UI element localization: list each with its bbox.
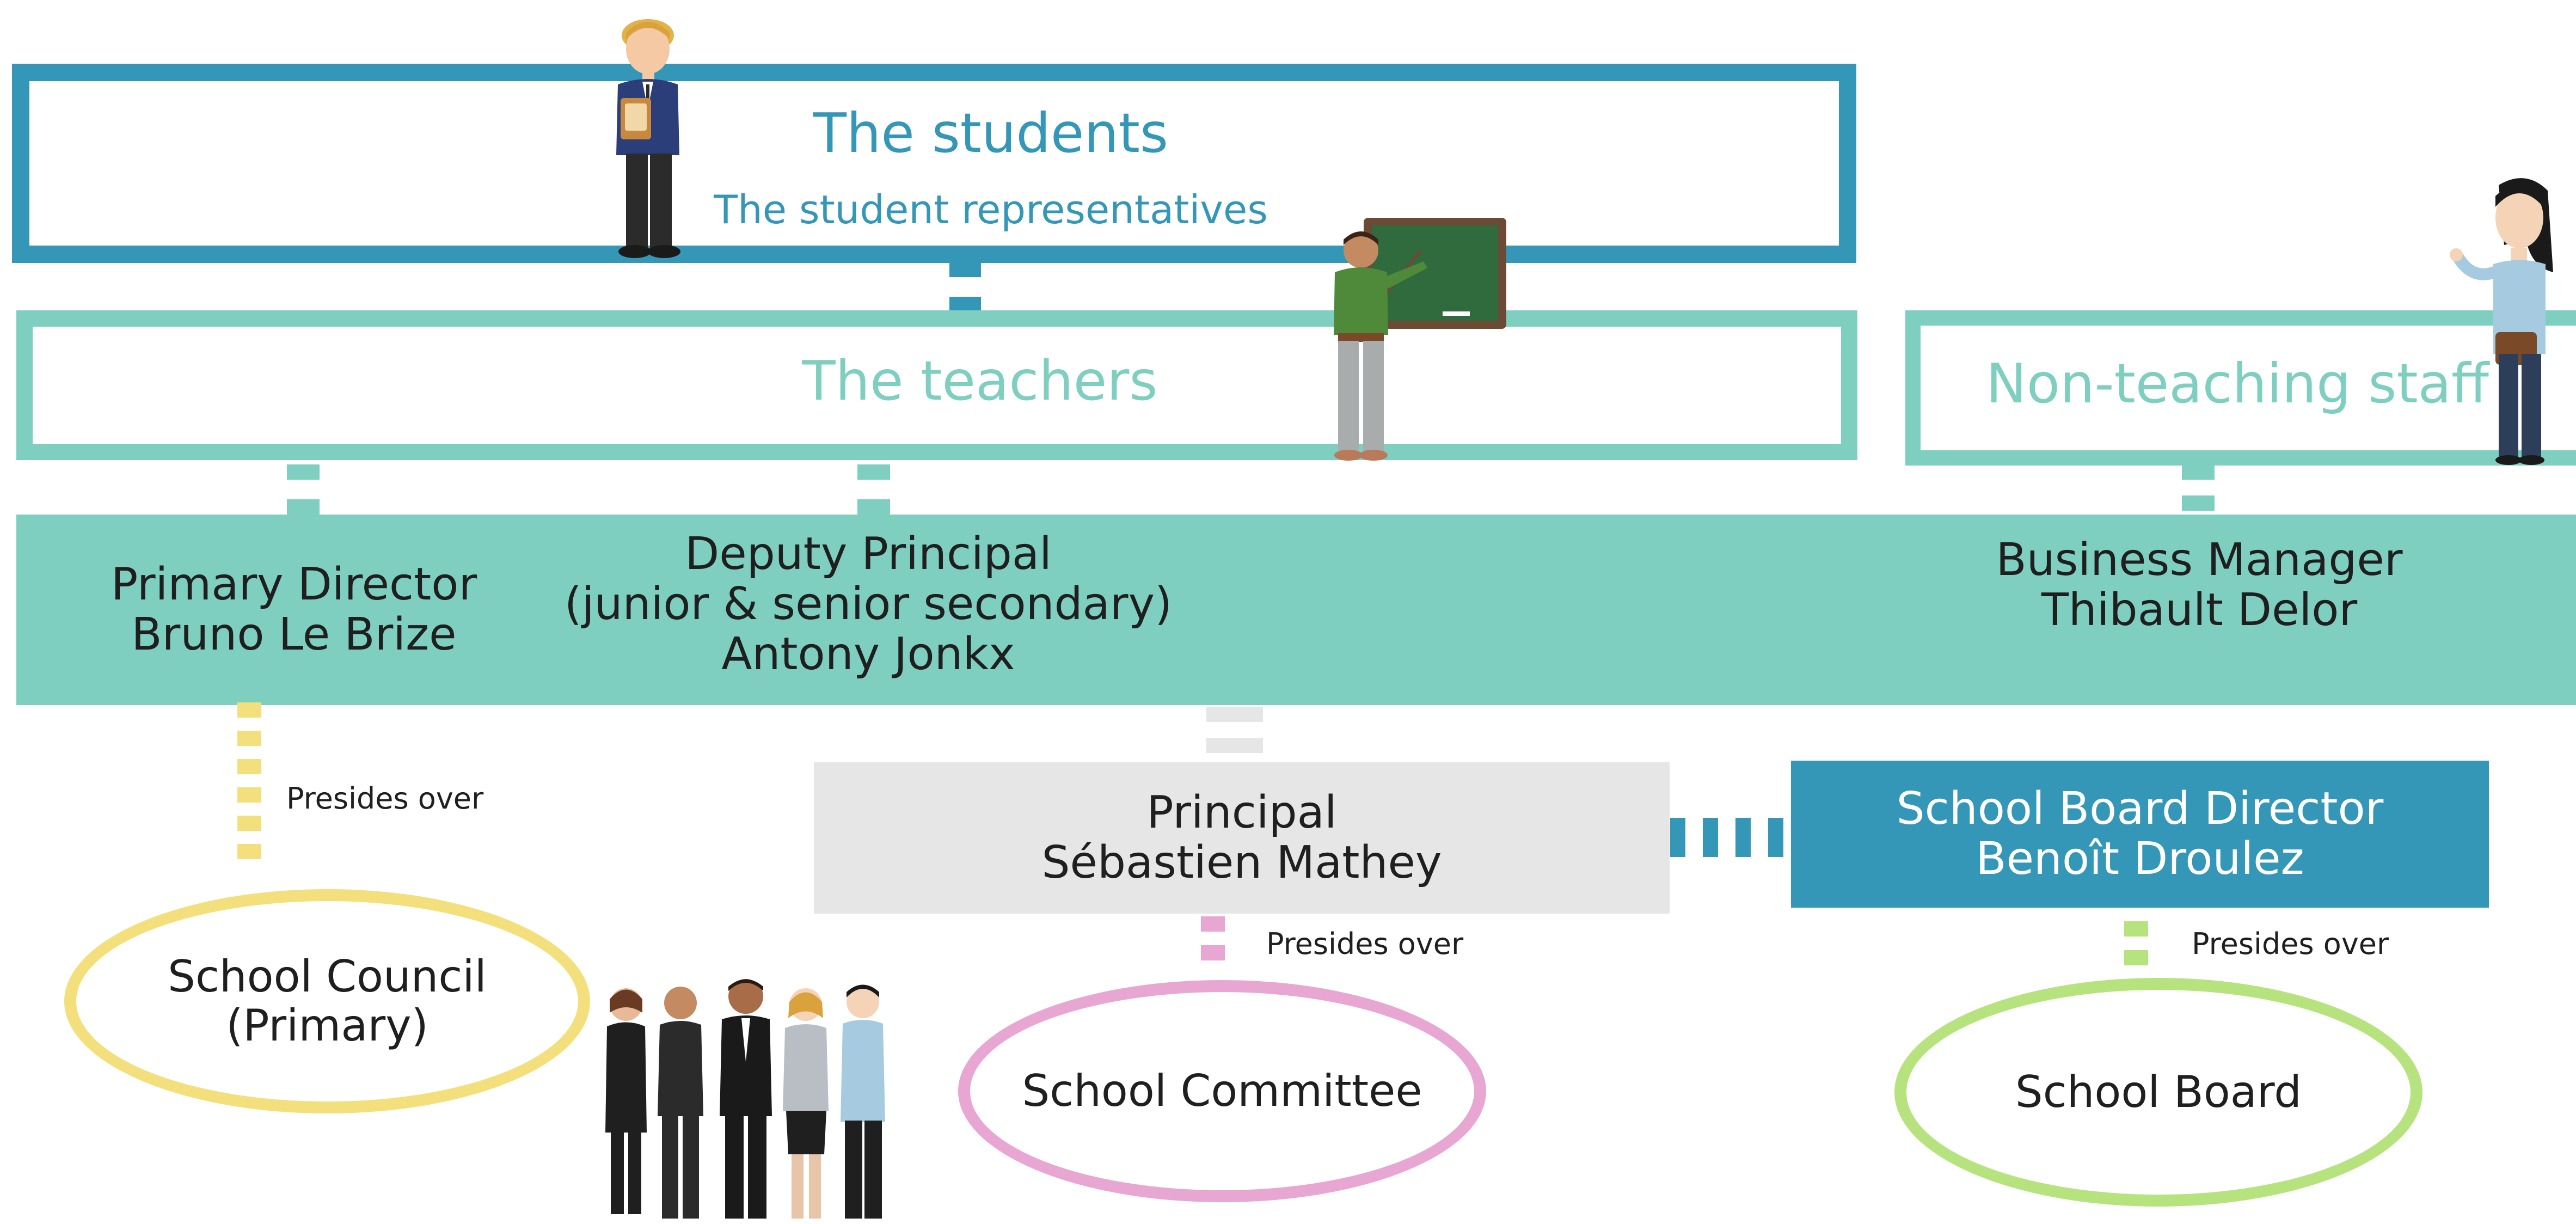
connector-teachers-deputy	[857, 464, 890, 480]
board-director-name: Benoît Droulez	[1976, 833, 2304, 885]
deputy-principal-scope: (junior & senior secondary)	[564, 578, 1173, 631]
connector-board	[2124, 950, 2148, 965]
school-council-line1: School Council	[168, 951, 487, 1002]
connector-council	[237, 759, 261, 774]
connector-students-teachers	[949, 263, 981, 277]
students-subtitle: The student representatives	[714, 186, 1268, 232]
connector-staff-manager	[2182, 495, 2215, 511]
connector-teachers-primary	[287, 464, 320, 480]
board-director-role: School Board Director	[1896, 783, 2384, 835]
principal-name: Sébastien Mathey	[1041, 837, 1442, 889]
principal-role: Principal	[1146, 787, 1337, 839]
school-council-node: School Council (Primary)	[64, 889, 590, 1113]
teachers-title: The teachers	[802, 349, 1158, 413]
meeting-group-icon	[605, 979, 885, 1219]
connector-council	[237, 731, 261, 746]
connector-band-principal	[1206, 707, 1263, 722]
students-box	[12, 64, 1856, 263]
student-figure-icon	[616, 19, 680, 258]
students-title: The students	[813, 101, 1169, 165]
deputy-principal-name: Antony Jonkx	[721, 628, 1015, 680]
connector-board	[2124, 921, 2148, 937]
presides-over-committee: Presides over	[1266, 927, 1464, 961]
connector-teachers-deputy	[857, 499, 890, 515]
connector-staff-manager	[2182, 464, 2215, 480]
connector-council	[237, 816, 261, 831]
connector-council	[237, 702, 261, 718]
school-board-label: School Board	[2015, 1067, 2302, 1118]
staff-title: Non-teaching staff	[1986, 352, 2489, 415]
school-council-line2: (Primary)	[226, 1000, 428, 1051]
deputy-principal-role: Deputy Principal	[685, 528, 1052, 580]
teachers-box	[16, 310, 1857, 460]
business-manager-role: Business Manager	[1996, 534, 2403, 586]
presides-over-council: Presides over	[286, 781, 484, 816]
business-manager-name: Thibault Delor	[2041, 584, 2358, 636]
principal-box: Principal Sébastien Mathey	[814, 762, 1670, 914]
connector-committee	[1201, 916, 1225, 932]
staff-box	[1905, 310, 2576, 466]
board-director-box: School Board Director Benoît Droulez	[1791, 761, 2489, 908]
school-committee-label: School Committee	[1022, 1066, 1422, 1117]
connector-principal-board	[1670, 818, 1685, 857]
teacher-chalkboard-icon	[1334, 218, 1506, 461]
presides-over-board: Presides over	[2192, 927, 2389, 961]
school-board-node: School Board	[1894, 978, 2422, 1207]
connector-council	[237, 787, 261, 803]
primary-director-role: Primary Director	[111, 559, 477, 611]
connector-committee	[1201, 945, 1225, 960]
connector-teachers-primary	[287, 499, 320, 515]
connector-band-principal	[1206, 738, 1263, 753]
business-manager-node: Business Manager Thibault Delor	[1982, 531, 2417, 640]
staff-woman-icon	[2450, 178, 2553, 465]
connector-principal-board	[1768, 818, 1783, 857]
school-committee-node: School Committee	[958, 980, 1486, 1202]
primary-director-node: Primary Director Bruno Le Brize	[93, 555, 495, 664]
connector-principal-board	[1735, 818, 1751, 857]
management-band	[16, 515, 2576, 705]
connector-council	[237, 844, 261, 859]
deputy-principal-node: Deputy Principal (junior & senior second…	[555, 528, 1181, 681]
connector-students-teachers	[949, 297, 981, 312]
primary-director-name: Bruno Le Brize	[131, 609, 457, 660]
connector-principal-board	[1703, 818, 1718, 857]
